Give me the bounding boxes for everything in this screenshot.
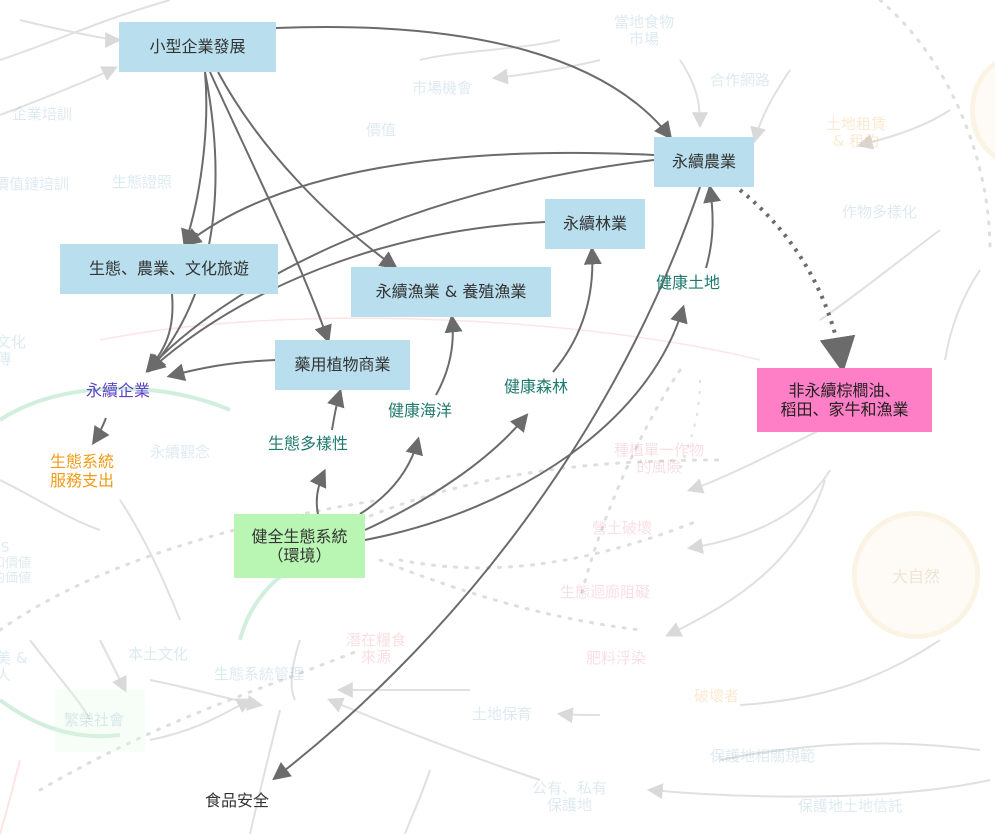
bg-protected-area-rules: 保護地相關規範 (710, 747, 816, 765)
background-dotted-loops (0, 0, 992, 792)
node-sustainable-agriculture[interactable]: 永續農業 (654, 137, 754, 187)
nature-label: 大自然 (891, 567, 940, 586)
label-ecosystem-services[interactable]: 生態系統 服務支出 (50, 452, 115, 491)
bg-corridor-obstruction: 生態迴廊阻礙 (560, 583, 651, 601)
arrow-agriculture-to-unsustainable-dotted (738, 188, 856, 374)
bottom-left-box (55, 690, 145, 752)
arrow-ecosystem-to-forest (364, 413, 529, 531)
arrow-ocean-to-fishery (435, 314, 463, 396)
bg-ecosystem-management: 生態系統管理 (214, 665, 305, 683)
bg-local-food-market: 當地食物 市場 (614, 13, 675, 49)
bg-potential-food: 潛在糧食 來源 (346, 631, 407, 667)
node-healthy-ecosystem[interactable]: 健全生態系統 （環境） (234, 514, 365, 578)
arrow-ecosystem-to-biodiversity (309, 468, 327, 515)
arrow-eco-tourism-to-enterprise (145, 293, 174, 373)
node-sustainable-forestry[interactable]: 永續林業 (545, 199, 645, 249)
label-healthy-forest[interactable]: 健康森林 (504, 377, 569, 396)
bg-prosperous-society: 繁榮社會 (64, 711, 125, 729)
arrow-agriculture-to-eco-tourism (183, 151, 655, 247)
node-sustainable-fishery[interactable]: 永續漁業 & 養殖漁業 (351, 267, 551, 317)
main-arrows (92, 26, 856, 781)
bg-culture-left: 文化 傳 (0, 333, 27, 369)
node-eco-tourism[interactable]: 生態、農業、文化旅遊 (60, 244, 278, 294)
bg-left-fragment: RS 和價値 的価値 (0, 541, 32, 586)
bg-soil-damage: 營土破壞 (592, 519, 653, 537)
bg-value: 價值 (366, 121, 397, 139)
bg-land-trust: 保護地土地信託 (798, 797, 904, 815)
bg-monoculture-risk: 種植單一作物 的風險 (614, 441, 705, 477)
arrow-business-to-fishery (217, 71, 398, 270)
nature-circle: 大自然 (852, 511, 980, 639)
arrow-ecosystem-to-land (364, 304, 688, 541)
arrow-biodiversity-to-medicinal (327, 388, 345, 431)
bg-eco-certification: 生態證照 (112, 173, 173, 191)
node-medicinal-plants[interactable]: 藥用植物商業 (275, 340, 410, 390)
bg-crop-diversity: 作物多樣化 (842, 203, 918, 221)
node-unsustainable-industries[interactable]: 非永續棕櫚油、 稻田、家牛和漁業 (757, 368, 932, 432)
bg-value-chain-training: 價值鏈培訓 (0, 175, 70, 193)
arrow-forest-to-forestry (552, 246, 602, 373)
arrow-agriculture-to-enterprise (145, 159, 655, 373)
arrow-enterprise-to-services (92, 417, 110, 445)
arrow-business-to-enterprise (147, 71, 217, 373)
bg-destroyer: 破壞者 (694, 687, 740, 705)
label-food-security[interactable]: 食品安全 (205, 791, 270, 810)
arrow-land-to-agriculture (703, 184, 722, 269)
arrow-business-to-agriculture (275, 26, 673, 140)
bg-land-conservation: 土地保育 (472, 705, 533, 723)
bg-local-culture: 本土文化 (128, 645, 189, 663)
arrow-agriculture-to-food-security (272, 186, 701, 781)
bg-fertilizer-pollution: 肥料浮染 (586, 649, 647, 667)
node-small-business[interactable]: 小型企業發展 (119, 22, 276, 72)
bg-left-fragment-2: 美 & 人 (0, 649, 28, 685)
bg-market-opportunity: 市場機會 (412, 79, 473, 97)
label-healthy-land[interactable]: 健康土地 (656, 273, 721, 292)
bg-land-lease: 土地租賃 & 租約 (826, 115, 887, 151)
bg-cooperation-network: 合作網路 (710, 71, 771, 89)
arrow-medicinal-to-enterprise (166, 359, 276, 381)
arrow-forestry-to-enterprise (147, 221, 546, 373)
bg-sustainability-concept: 永續觀念 (150, 443, 211, 461)
label-biodiversity[interactable]: 生態多樣性 (268, 434, 349, 453)
arrow-ecosystem-to-ocean (359, 436, 423, 515)
bg-public-private-protected: 公有、私有 保護地 (532, 779, 608, 815)
arrow-business-to-medicinal (209, 71, 332, 344)
arrow-business-to-eco-tourism (181, 71, 208, 248)
bg-business-training: 企業培訓 (12, 105, 73, 123)
label-healthy-ocean[interactable]: 健康海洋 (388, 401, 453, 420)
label-sustainable-enterprise[interactable]: 永續企業 (86, 381, 151, 400)
